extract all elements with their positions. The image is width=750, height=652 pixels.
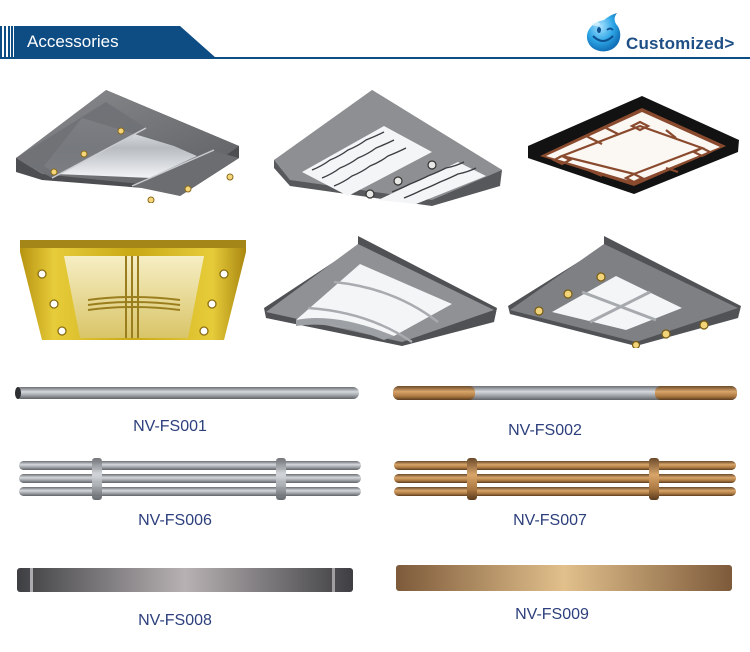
section-title: Accessories xyxy=(27,32,119,51)
customized-label[interactable]: Customized> xyxy=(626,34,735,53)
ceiling-6-cross-panel xyxy=(508,236,741,348)
product-code-nv-fs006: NV-FS006 xyxy=(138,512,212,529)
ceiling-3-lattice xyxy=(528,96,739,194)
handrail-nv-fs006 xyxy=(19,458,361,500)
product-code-nv-fs007: NV-FS007 xyxy=(513,512,587,529)
ceiling-1-stainless-curved xyxy=(16,90,239,203)
ceiling-4-gold xyxy=(20,240,246,340)
handrail-nv-fs002 xyxy=(393,386,737,400)
section-title-tab xyxy=(0,26,218,58)
handrail-nv-fs007 xyxy=(394,458,736,500)
smiling-water-drop-icon xyxy=(586,13,621,52)
product-code-nv-fs001: NV-FS001 xyxy=(133,418,207,435)
ceiling-2-twisted-rope xyxy=(274,90,502,206)
product-code-nv-fs002: NV-FS002 xyxy=(508,422,582,439)
handrail-nv-fs001 xyxy=(15,387,359,399)
ceiling-5-curved-panel xyxy=(264,236,497,346)
handrail-nv-fs009 xyxy=(396,565,732,591)
customized-link[interactable]: Customized> xyxy=(584,12,750,58)
header-divider xyxy=(0,57,750,59)
product-code-nv-fs008: NV-FS008 xyxy=(138,612,212,629)
section-header: Accessories Customized> xyxy=(0,0,750,60)
handrail-nv-fs008 xyxy=(17,568,353,592)
product-code-nv-fs009: NV-FS009 xyxy=(515,606,589,623)
